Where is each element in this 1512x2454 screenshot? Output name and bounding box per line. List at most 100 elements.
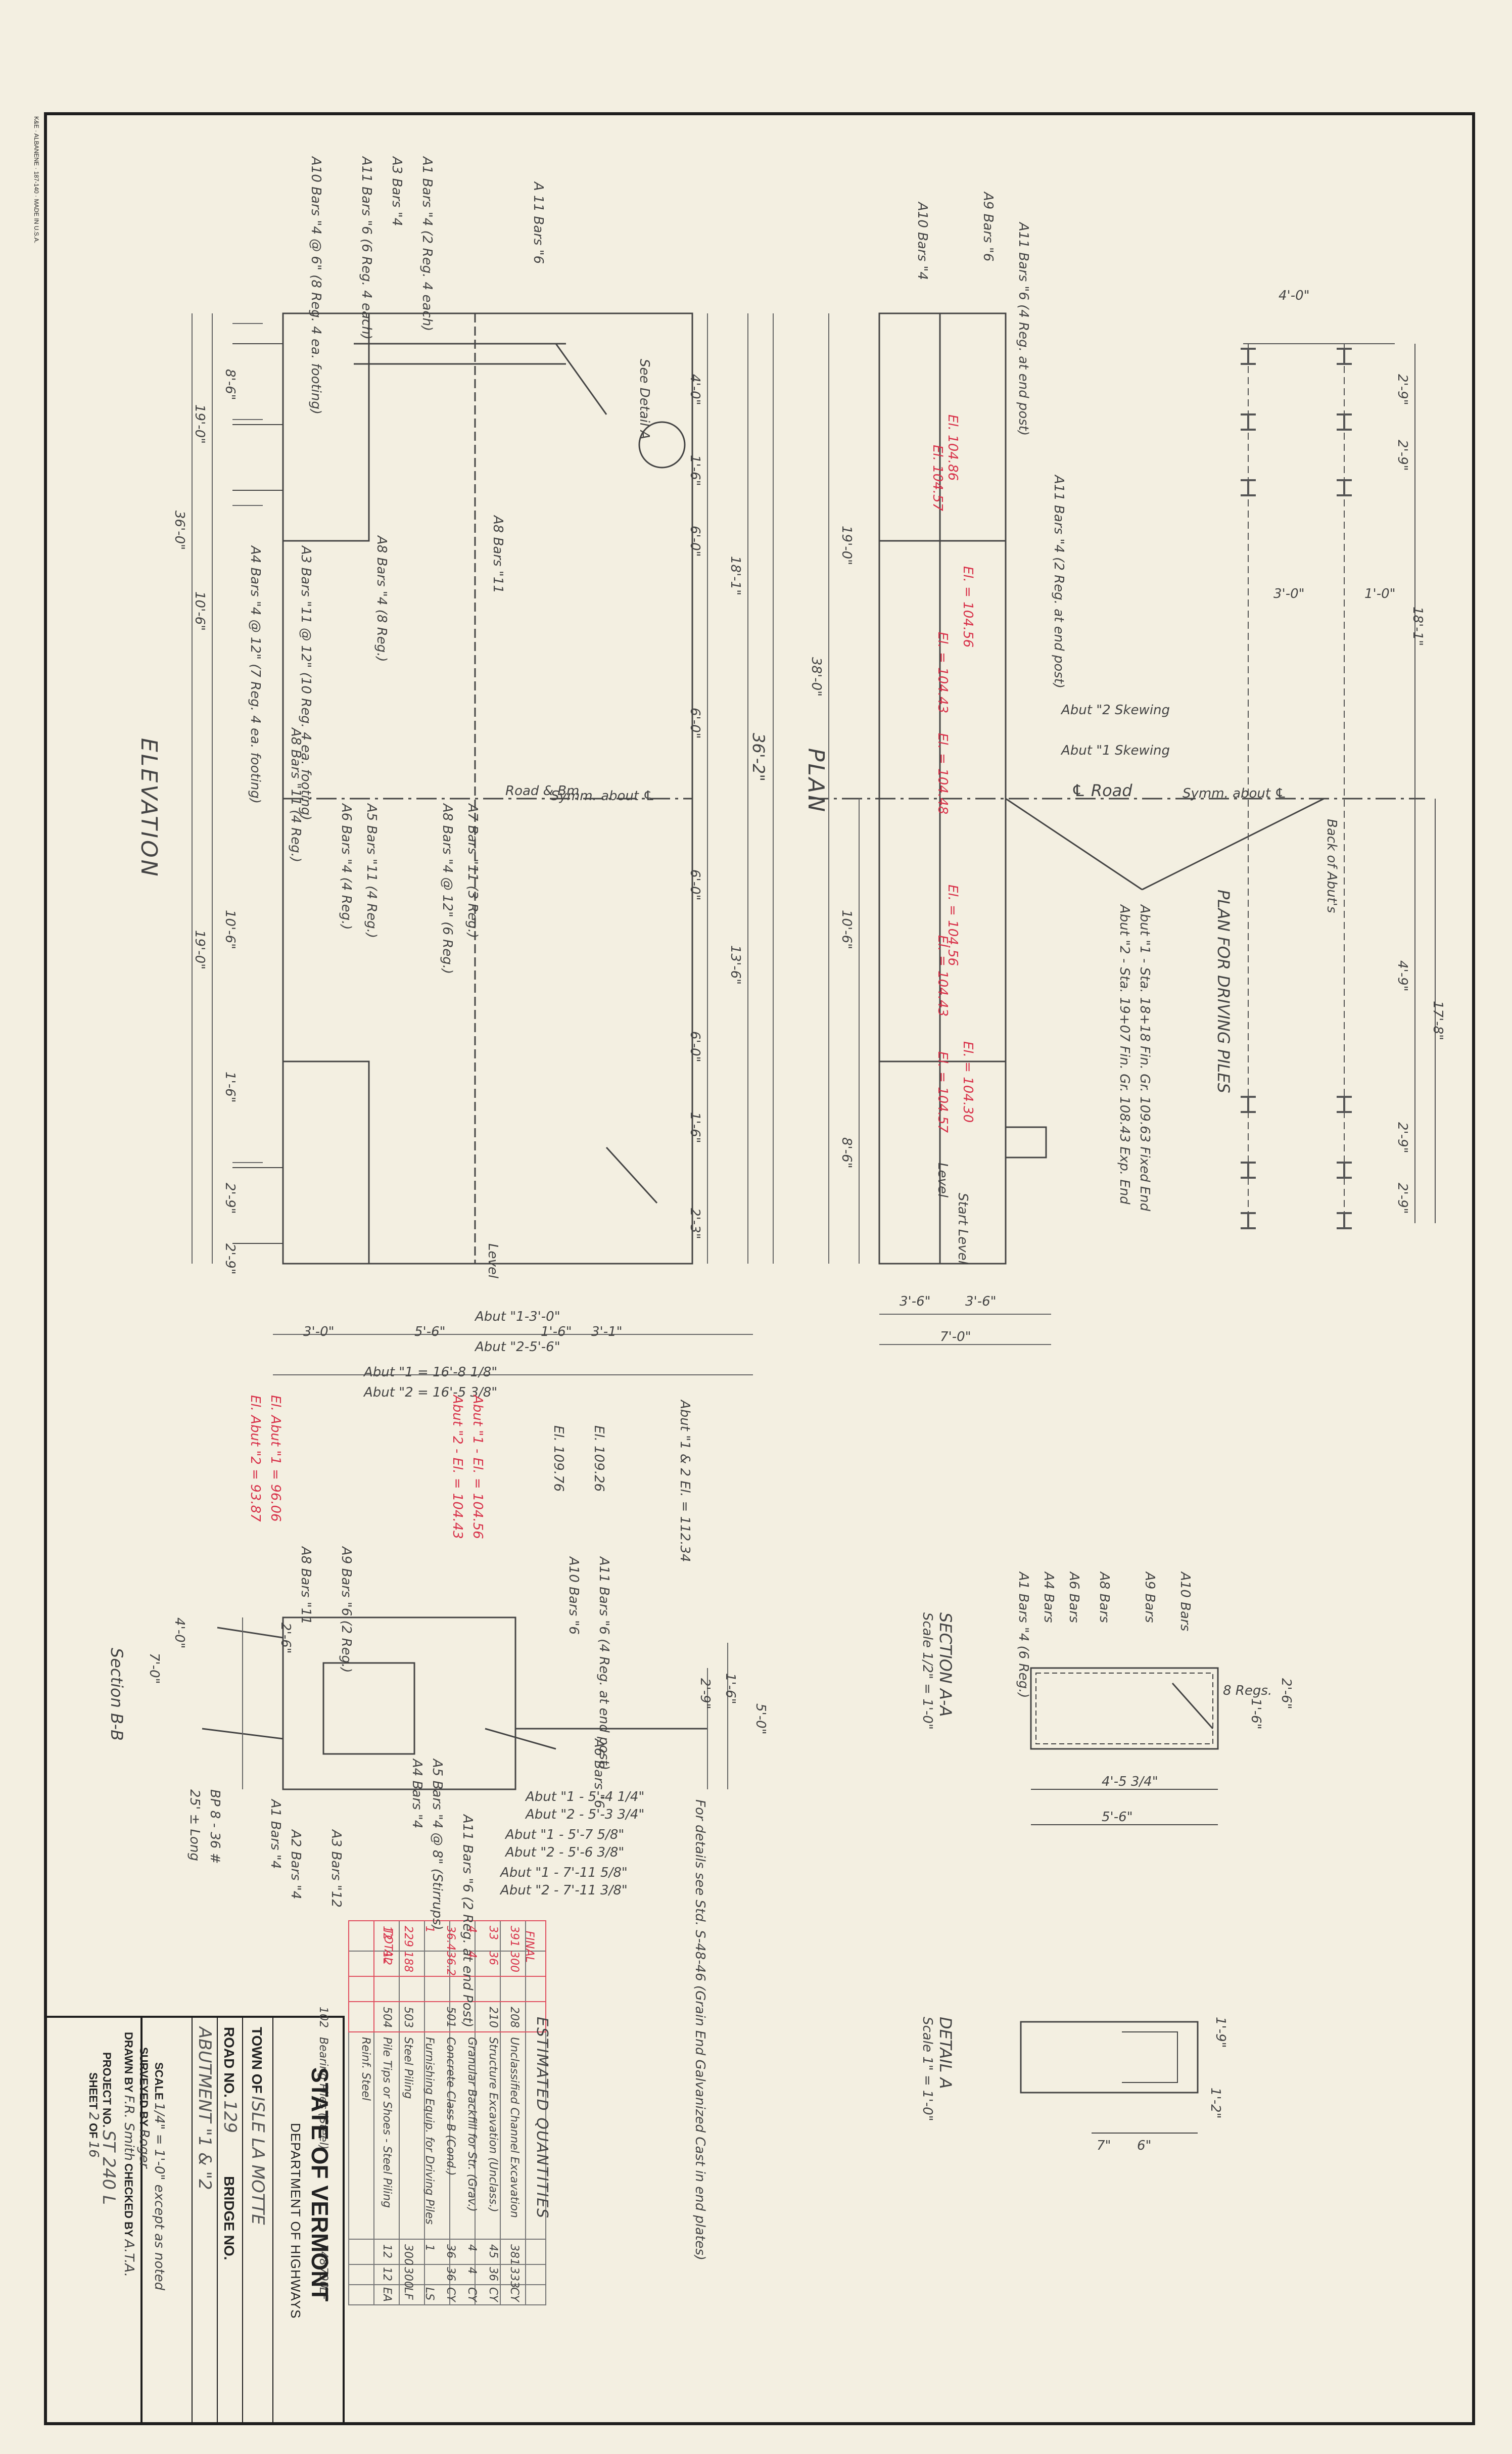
dim: 4'-9": [1395, 960, 1410, 992]
dim: 1'-6": [222, 1072, 238, 1103]
pile-plan-view: [1241, 343, 1436, 1229]
dim: 2'-9": [1395, 374, 1410, 405]
state-title: STATE OF VERMONT: [307, 2067, 333, 2302]
detail-note: See Detail A: [637, 359, 652, 440]
back-note: Back of Abut's: [1324, 819, 1339, 913]
dim: 10'-6": [192, 591, 207, 631]
stamp-line: ALBANENE: [33, 133, 40, 166]
dim: 18'-1": [1410, 607, 1425, 646]
bar-note: A8 Bars "11: [298, 1547, 313, 1625]
dim: 7'-0": [147, 1653, 162, 1684]
qty-abut1: 4: [465, 2244, 478, 2251]
dim: 6'-0": [687, 708, 702, 739]
qty-abut1: 300: [402, 2244, 414, 2265]
length-note: Abut "1 - 5'-7 5/8": [505, 1827, 625, 1842]
length-note: Abut "1 - 5'-4 1/4": [526, 1789, 645, 1804]
dim: 3'-6": [900, 1294, 931, 1309]
sheet-value: 2: [86, 2112, 101, 2120]
item-description: Structure Excavation (Unclass.): [487, 2037, 499, 2212]
level-note: Level: [485, 1243, 500, 1279]
bar-note: A8 Bars "11 (4 Reg.): [288, 728, 303, 863]
bar-note: A9 Bars: [1142, 1572, 1157, 1623]
bar-note: A3 Bars "4: [389, 157, 404, 226]
qty-unit: EA: [381, 2287, 393, 2302]
bar-note: A11 Bars "4 (2 Reg. at end post): [1051, 475, 1066, 689]
item-number: 102: [317, 2007, 329, 2028]
item-number: 210: [487, 2007, 499, 2028]
bar-note: A1 Bars "4 (2 Reg. 4 each): [419, 157, 435, 332]
surveyed-row: SURVEYED BY Roger: [136, 2047, 152, 2168]
dim: 1'-2": [1208, 2088, 1223, 2119]
final-qty-abut1: 229: [402, 1926, 414, 1947]
qty-unit: CY: [487, 2287, 499, 2302]
elevation-value: El. = 104.48: [935, 733, 950, 815]
town-row: TOWN OF ISLE LA MOTTE: [248, 2027, 268, 2225]
bar-note: A6 Bars "4 (4 Reg.): [339, 804, 354, 930]
bar-note: A1 Bars "4: [268, 1799, 283, 1869]
dim: 2'-9": [697, 1678, 713, 1709]
qty-abut2: 4: [465, 2267, 478, 2274]
section-bb-view: [202, 1616, 728, 1790]
dim: 6'-0": [687, 526, 702, 557]
dim: Abut "1-3'-0": [475, 1309, 560, 1324]
project-label: PROJECT NO.: [101, 2052, 113, 2128]
project-value: ST 240 L: [99, 2130, 119, 2205]
dim: 2'-9": [222, 1243, 238, 1275]
bridge-label: BRIDGE NO.: [221, 2176, 237, 2260]
dim: 2'-6": [278, 1623, 293, 1654]
dim: 36'-2": [749, 733, 768, 782]
qty-abut2: 333: [508, 2267, 521, 2288]
bar-note: A5 Bars "11 (4 Reg.): [364, 804, 379, 939]
bar-note: A4 Bars: [1041, 1572, 1056, 1623]
plan-title: PLAN: [803, 748, 829, 814]
elevation-value: El. 104.86: [945, 414, 960, 481]
detail-note: For details see Std. S-48-46 (Grain End …: [692, 1799, 707, 2261]
elevation-value: El. = 104.43: [935, 632, 950, 714]
item-description: Reinf. Steel: [359, 2037, 372, 2101]
skew-note: Abut "2 Skewing: [1061, 703, 1170, 718]
dim: 13'-6": [728, 945, 743, 985]
drawn-value: F.R. Smith: [121, 2095, 136, 2161]
qty-unit: LS: [423, 2287, 436, 2301]
item-description: Furnishing Equip. for Driving Piles: [423, 2037, 436, 2225]
length-note: Abut "2 - 7'-11 3/8": [500, 1883, 628, 1898]
detail-a-view: [1020, 2021, 1199, 2134]
dim: 19'-0": [192, 404, 207, 444]
bar-note: A9 Bars "6 (2 Reg.): [339, 1547, 354, 1673]
dim: 4'-5 3/4": [1102, 1774, 1158, 1789]
symm-note: Symm. about ℄: [1183, 786, 1287, 801]
bar-note: A8 Bars "4 (8 Reg.): [374, 536, 389, 662]
dim: Abut "2-5'-6": [475, 1339, 560, 1355]
item-description: Granular Backfill for Str. (Grav.): [465, 2037, 478, 2212]
qty-abut1: 1: [423, 2244, 436, 2251]
final-qty-abut2: 12: [381, 1951, 393, 1965]
dim: 1'-9": [1213, 2017, 1228, 2048]
dim: 2'-3": [687, 1208, 702, 1239]
bar-note: A1 Bars "4 (6 Reg.): [1016, 1572, 1031, 1698]
final-quantities-grid: [348, 1920, 546, 2032]
pile-plan-title: PLAN FOR DRIVING PILES: [1214, 890, 1233, 1093]
dim: 4'-0": [687, 374, 702, 405]
skew-note: Abut "1 Skewing: [1061, 743, 1170, 758]
length-note: Abut "2 - 5'-3 3/4": [526, 1807, 645, 1822]
quantities-title: ESTIMATED QUANTITIES: [533, 2017, 551, 2219]
dim: 19'-0": [192, 930, 207, 970]
length-note: Abut "2 - 5'-6 3/8": [505, 1845, 625, 1860]
station-note: Abut "2 - Sta. 19+07 Fin. Gr. 108.43 Exp…: [1117, 905, 1132, 1205]
elevation-value: El. = 104.56: [960, 566, 975, 648]
overall-dim: Abut "1 = 16'-8 1/8": [364, 1365, 498, 1380]
section-aa-scale: Scale 1/2" = 1'-0": [920, 1612, 935, 1730]
qty-unit: LF: [402, 2287, 414, 2300]
road-label: ROAD NO.: [221, 2027, 237, 2098]
qty-abut2: 300: [402, 2267, 414, 2288]
dim: 2'-9": [1395, 440, 1410, 471]
bar-note: A4 Bars "4 @ 12" (7 Reg. 4 ea. footing): [248, 546, 263, 804]
dim: 2'-9": [222, 1183, 238, 1214]
pile-note: BP 8 - 36 #: [207, 1789, 222, 1864]
elevation-value: Abut "1 - El. = 104.56: [470, 1395, 485, 1539]
dim: 3'-6": [965, 1294, 997, 1309]
final-qty-abut1: 36.4: [444, 1926, 457, 1951]
bar-note: A9 Bars "6: [980, 192, 996, 262]
elevation-value: Abut "1 & 2 El. = 112.34: [677, 1400, 692, 1562]
